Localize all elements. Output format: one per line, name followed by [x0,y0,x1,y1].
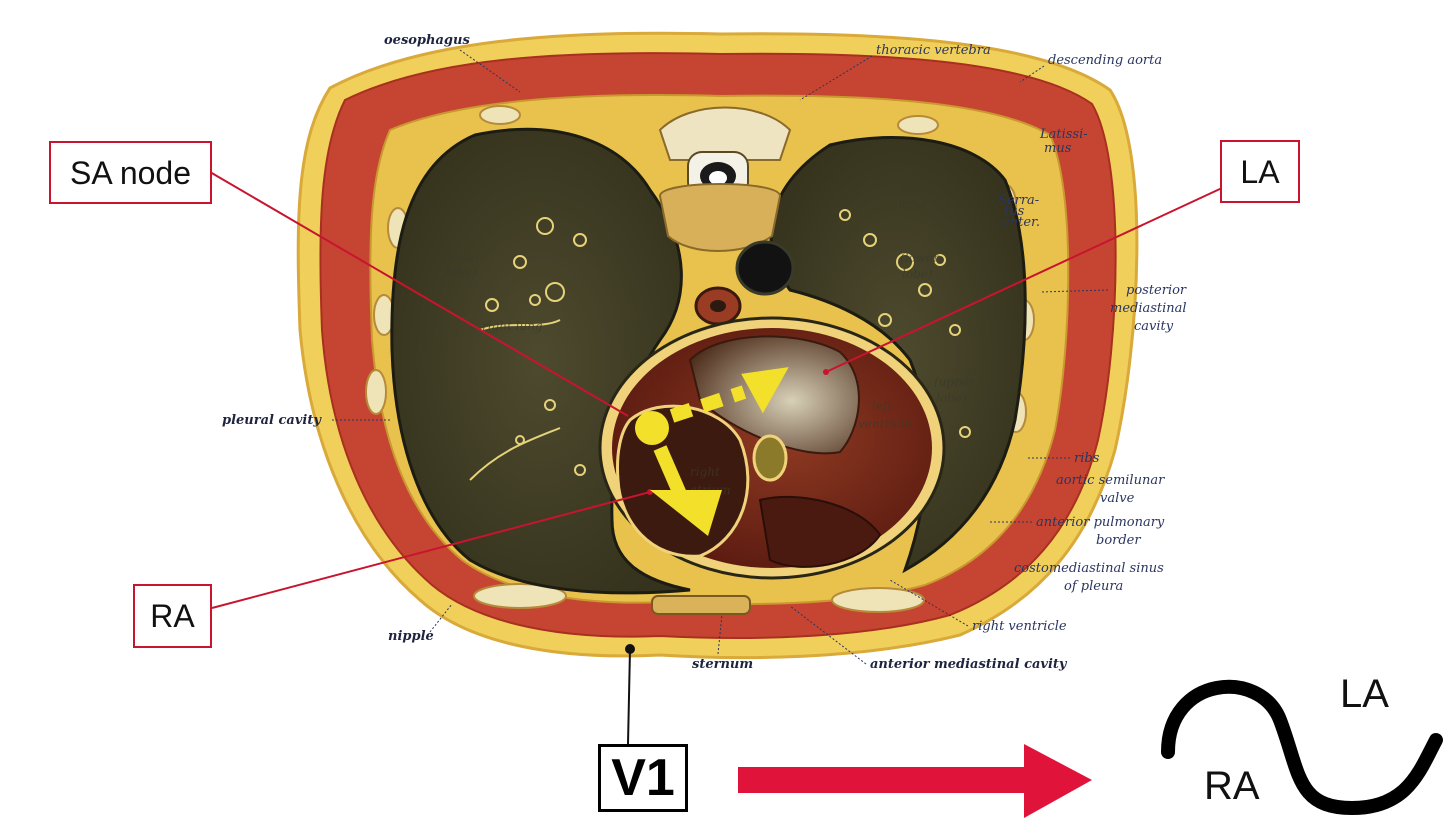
label-right-ventricle: right ventricle [972,619,1067,634]
sa-node-leader [209,171,629,417]
label-latissimus: Latissi- [1039,127,1088,142]
svg-text:lobe): lobe) [936,391,967,405]
label-ribs: ribs [1074,451,1100,466]
waveform-label-la: LA [1340,672,1389,716]
label-upper-lobe: (upper [934,375,976,389]
callout-leader-lines [209,171,1223,609]
svg-text:mediastinal: mediastinal [1110,301,1187,316]
label-oesophagus: oesophagus [384,33,470,48]
label-right-atrium: right [690,465,720,479]
biphasic-p-wave [1161,679,1443,816]
conduction-arrow-to-ra [650,445,722,536]
svg-text:ventricle: ventricle [858,417,912,431]
v1-lead-wire [627,648,631,745]
label-left-lung: left [900,181,920,195]
label-serratus: Serra- [998,193,1039,208]
right-ventricle [758,496,882,568]
sternum [651,595,751,615]
thoracic-vertebra [658,106,792,252]
svg-text:mus: mus [1044,141,1072,156]
left-atrium [688,335,860,455]
aortic-valve [752,434,788,482]
v1-lead-label: V1 [598,744,688,812]
callout-la: LA [1220,140,1300,203]
label-right-lung: right lung [482,319,543,333]
callout-ra: RA [133,584,212,648]
label-posterior-mediastinal: posterior [1126,283,1187,298]
label-thoracic-vertebra: thoracic vertebra [876,43,991,58]
conduction-arrow-to-la [669,367,789,423]
lead-direction-arrow [738,744,1092,818]
label-descending-aorta: descending aorta [1048,53,1162,68]
label-pulmonary-border: anterior pulmonary [1036,515,1165,530]
svg-text:anter.: anter. [1002,215,1040,230]
svg-text:border: border [1096,533,1141,548]
svg-text:lung: lung [898,197,925,211]
waveform-label-ra: RA [1204,764,1260,808]
label-costomediastinal: costomediastinal sinus [1014,561,1164,576]
svg-text:lobe): lobe) [902,267,933,281]
svg-text:valve: valve [1100,491,1135,506]
descending-aorta [735,240,795,296]
label-lower-lobe-left: (lower [900,251,940,265]
label-sternum: sternum [692,657,753,672]
label-nipple: nipple [388,629,434,644]
svg-text:of pleura: of pleura [1064,579,1123,594]
svg-text:lobe): lobe) [446,265,477,279]
svg-text:cavity: cavity [1134,319,1174,334]
label-anterior-mediastinal: anterior mediastinal cavity [870,657,1068,672]
left-lung [769,136,1027,574]
label-left-ventricle: left [872,399,892,413]
sa-node-dot [635,411,669,445]
label-aortic-valve: aortic semilunar [1056,473,1165,488]
svg-text:tus: tus [1004,204,1025,219]
ra-leader [211,491,651,609]
label-pleural-cavity: pleural cavity [222,413,322,428]
label-lower-lobe-right: (lower [442,251,482,265]
anatomy-labels: oesophagus thoracic vertebra descending … [222,33,1187,672]
callout-sa-node: SA node [49,141,212,204]
la-leader [825,187,1223,373]
lung-vessels [469,209,971,481]
